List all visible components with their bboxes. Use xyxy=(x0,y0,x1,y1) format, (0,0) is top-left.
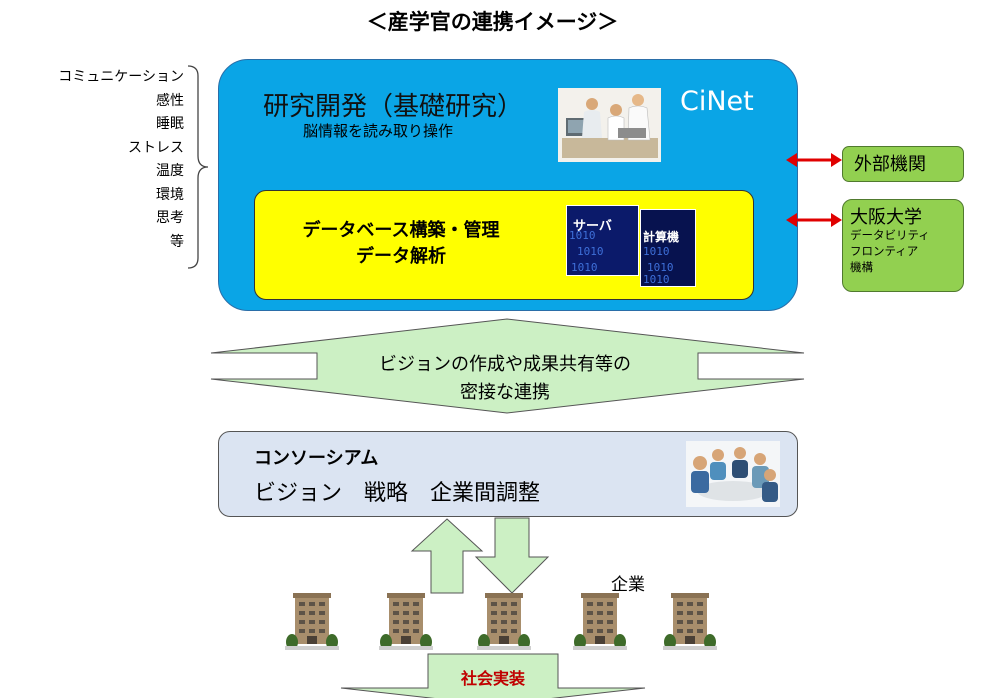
company-building-icon xyxy=(285,593,339,650)
company-building-icon xyxy=(663,593,717,650)
osaka-university-subtitle: データビリティ フロンティア 機構 xyxy=(850,227,930,275)
up-down-arrows-icon xyxy=(410,517,550,594)
brace-icon xyxy=(187,65,209,269)
osaka-university-box xyxy=(842,199,964,292)
topic-item: 感性 xyxy=(156,92,184,109)
topic-item: ストレス xyxy=(128,139,184,156)
binary-digits: 1010 xyxy=(643,273,670,286)
external-org-label: 外部機関 xyxy=(854,154,926,175)
binary-digits: 1010 xyxy=(571,261,598,274)
double-arrow-icon xyxy=(786,153,842,167)
topic-item: コミュニケーション xyxy=(58,69,184,85)
company-building-icon xyxy=(573,593,627,650)
collaboration-text: ビジョンの作成や成果共有等の 密接な連携 xyxy=(320,351,690,407)
company-buildings xyxy=(285,593,717,650)
research-subtitle: 脳情報を読み取り操作 xyxy=(303,122,454,140)
topic-item: 睡眠 xyxy=(156,116,184,132)
company-building-icon xyxy=(379,593,433,650)
company-building-icon xyxy=(477,593,531,650)
topic-item: 思考 xyxy=(156,210,184,226)
osaka-university-title: 大阪大学 xyxy=(850,207,922,228)
database-line1: データベース構築・管理 xyxy=(302,220,500,241)
binary-digits: 1010 xyxy=(647,261,674,274)
research-topics-list: コミュニケーション 感性 睡眠 ストレス 温度 環境 思考 等 xyxy=(6,66,184,254)
company-label: 企業 xyxy=(611,575,645,595)
page-title: ＜産学官の連携イメージ＞ xyxy=(366,10,619,34)
database-text: データベース構築・管理 データ解析 xyxy=(266,218,536,270)
binary-digits: 1010 xyxy=(569,229,596,242)
meeting-photo-icon xyxy=(686,441,780,507)
scientists-photo-icon xyxy=(558,88,661,162)
collaboration-line2: 密接な連携 xyxy=(460,382,550,403)
topic-item: 等 xyxy=(170,233,184,250)
binary-digits: 1010 xyxy=(643,245,670,258)
server-label: サーバ xyxy=(573,219,612,234)
computer-label: 計算機 xyxy=(643,230,680,244)
collaboration-line1: ビジョンの作成や成果共有等の xyxy=(379,354,631,375)
research-title: 研究開発（基礎研究） xyxy=(263,92,524,122)
social-implementation-label: 社会実装 xyxy=(460,669,525,688)
binary-digits: 1010 xyxy=(577,245,604,258)
osaka-sub-line: 機構 xyxy=(850,260,873,274)
consortium-items: ビジョン 戦略 企業間調整 xyxy=(254,481,541,506)
osaka-sub-line: フロンティア xyxy=(850,244,919,258)
topic-item: 温度 xyxy=(156,163,184,179)
consortium-title: コンソーシアム xyxy=(254,448,379,469)
database-line2: データ解析 xyxy=(356,246,446,267)
collaboration-arrow-icon xyxy=(210,318,805,414)
topic-item: 環境 xyxy=(156,186,184,203)
double-arrow-icon xyxy=(786,213,842,227)
computer-image: 1010 1010 1010 計算機 xyxy=(640,209,696,287)
external-org-box xyxy=(842,146,964,182)
osaka-sub-line: データビリティ xyxy=(850,228,930,242)
social-implementation-arrow-icon xyxy=(340,653,646,698)
server-image: 1010 1010 1010 サーバ xyxy=(566,205,639,276)
cinet-label: CiNet xyxy=(680,86,754,117)
